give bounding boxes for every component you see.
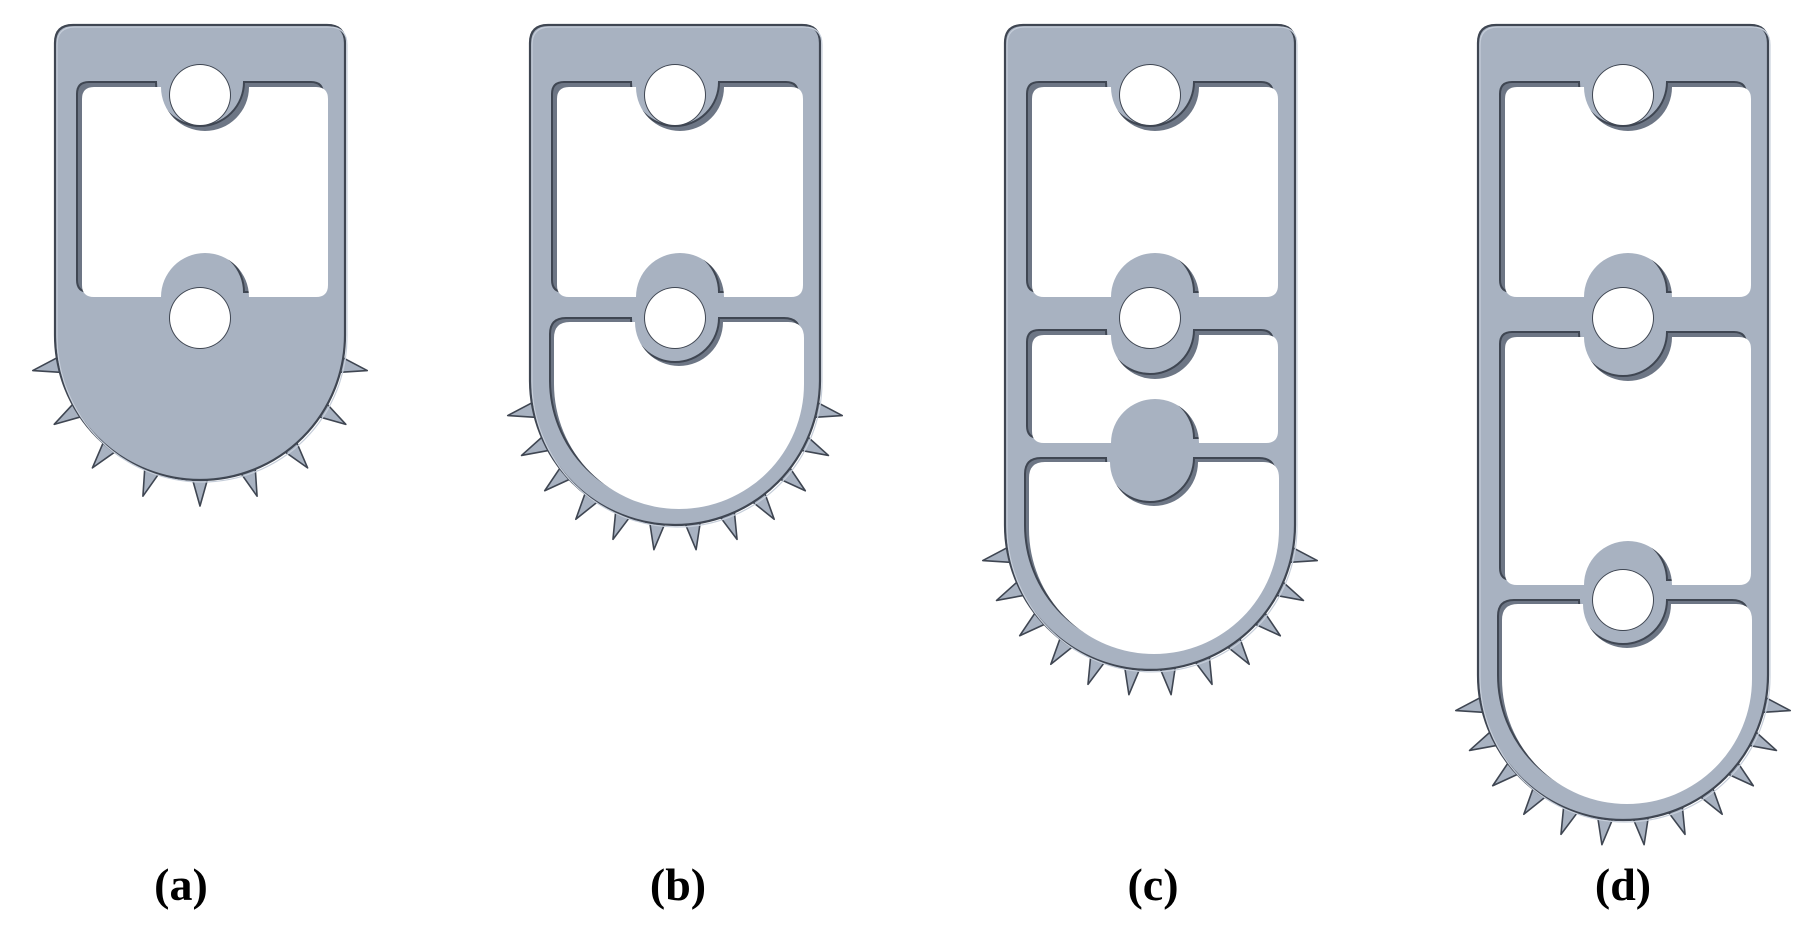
plate-bevel	[1479, 26, 1771, 823]
window-1	[1505, 87, 1751, 297]
ring-cutout	[554, 322, 804, 509]
pin-hole-1	[645, 65, 705, 125]
pin-hole-2	[1593, 288, 1653, 348]
caption-b: (b)	[649, 859, 707, 910]
pin-hole-2	[1120, 288, 1180, 348]
pin-hole-2	[645, 288, 705, 348]
pin-hole-3	[1593, 570, 1653, 630]
ring-cutout	[1029, 462, 1279, 654]
window-1	[82, 87, 328, 297]
panel-c-toothed-plate	[981, 23, 1319, 696]
pin-hole-1	[1120, 65, 1180, 125]
plate-bevel	[1006, 26, 1298, 673]
panel-b-toothed-plate	[506, 23, 844, 551]
pin-hole-1	[170, 65, 230, 125]
window-1	[557, 87, 803, 297]
caption-d: (d)	[1594, 859, 1652, 910]
plate-bevel	[531, 26, 823, 528]
plate-bevel	[56, 26, 348, 483]
panel-a-toothed-plate	[31, 23, 369, 507]
window-2	[1505, 337, 1751, 585]
window-2	[1032, 335, 1278, 443]
caption-a: (a)	[154, 859, 208, 910]
caption-c: (c)	[1127, 859, 1179, 910]
pin-hole-1	[1593, 65, 1653, 125]
pin-hole-2	[170, 288, 230, 348]
ring-cutout	[1502, 604, 1752, 804]
panel-d-toothed-plate	[1454, 23, 1792, 846]
window-1	[1032, 87, 1278, 297]
